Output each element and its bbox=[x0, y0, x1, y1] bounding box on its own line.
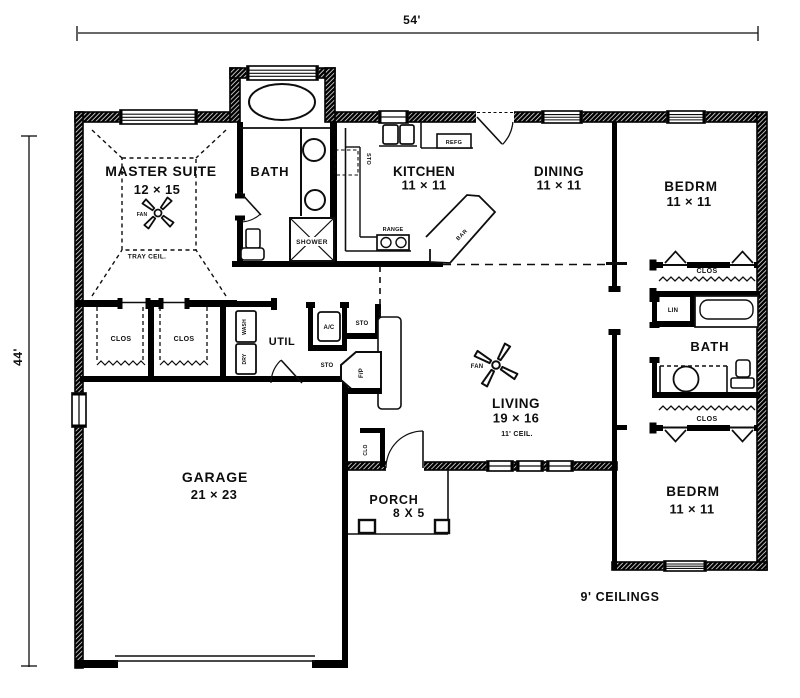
svg-text:44': 44' bbox=[11, 348, 25, 366]
svg-text:RANGE: RANGE bbox=[383, 227, 404, 233]
svg-text:12 × 15: 12 × 15 bbox=[134, 182, 181, 197]
svg-text:GARAGE: GARAGE bbox=[182, 469, 248, 485]
svg-text:CLO: CLO bbox=[363, 444, 369, 455]
svg-text:11 × 11: 11 × 11 bbox=[401, 178, 446, 193]
svg-text:LIN: LIN bbox=[668, 308, 678, 314]
svg-text:54': 54' bbox=[403, 13, 421, 27]
svg-text:WASH: WASH bbox=[242, 319, 248, 335]
svg-text:11 × 11: 11 × 11 bbox=[669, 502, 714, 517]
svg-text:STO: STO bbox=[321, 363, 334, 369]
svg-text:BEDRM: BEDRM bbox=[664, 179, 718, 194]
svg-text:PORCH: PORCH bbox=[369, 493, 418, 507]
svg-text:LIVING: LIVING bbox=[492, 396, 540, 411]
svg-text:8 X 5: 8 X 5 bbox=[393, 506, 425, 520]
svg-text:A/C: A/C bbox=[324, 325, 335, 331]
svg-text:TRAY CEIL.: TRAY CEIL. bbox=[128, 254, 166, 261]
svg-text:CLOS: CLOS bbox=[696, 416, 717, 423]
svg-text:FAN: FAN bbox=[471, 364, 484, 370]
svg-text:CLOS: CLOS bbox=[696, 268, 717, 275]
svg-text:STO: STO bbox=[365, 153, 371, 166]
svg-text:11 × 11: 11 × 11 bbox=[666, 194, 711, 209]
svg-text:KITCHEN: KITCHEN bbox=[393, 164, 455, 179]
svg-text:CLOS: CLOS bbox=[111, 336, 132, 343]
svg-text:MASTER SUITE: MASTER SUITE bbox=[105, 163, 216, 179]
svg-text:REFG: REFG bbox=[446, 140, 462, 146]
svg-text:DRY: DRY bbox=[242, 353, 248, 364]
svg-text:CLOS: CLOS bbox=[174, 336, 195, 343]
svg-text:SHOWER: SHOWER bbox=[296, 239, 328, 246]
svg-text:BATH: BATH bbox=[690, 339, 729, 354]
svg-text:11 × 11: 11 × 11 bbox=[536, 178, 581, 193]
svg-text:BATH: BATH bbox=[250, 164, 289, 179]
svg-text:F/P: F/P bbox=[359, 368, 365, 378]
svg-text:19 × 16: 19 × 16 bbox=[493, 411, 540, 426]
svg-text:9' CEILINGS: 9' CEILINGS bbox=[580, 590, 659, 604]
svg-text:FAN: FAN bbox=[137, 212, 148, 218]
svg-text:BEDRM: BEDRM bbox=[666, 484, 720, 499]
svg-text:DINING: DINING bbox=[534, 164, 584, 179]
svg-text:11' CEIL.: 11' CEIL. bbox=[501, 431, 533, 438]
svg-text:UTIL: UTIL bbox=[269, 336, 295, 348]
svg-text:21 × 23: 21 × 23 bbox=[191, 487, 238, 502]
svg-text:STO: STO bbox=[356, 321, 369, 327]
